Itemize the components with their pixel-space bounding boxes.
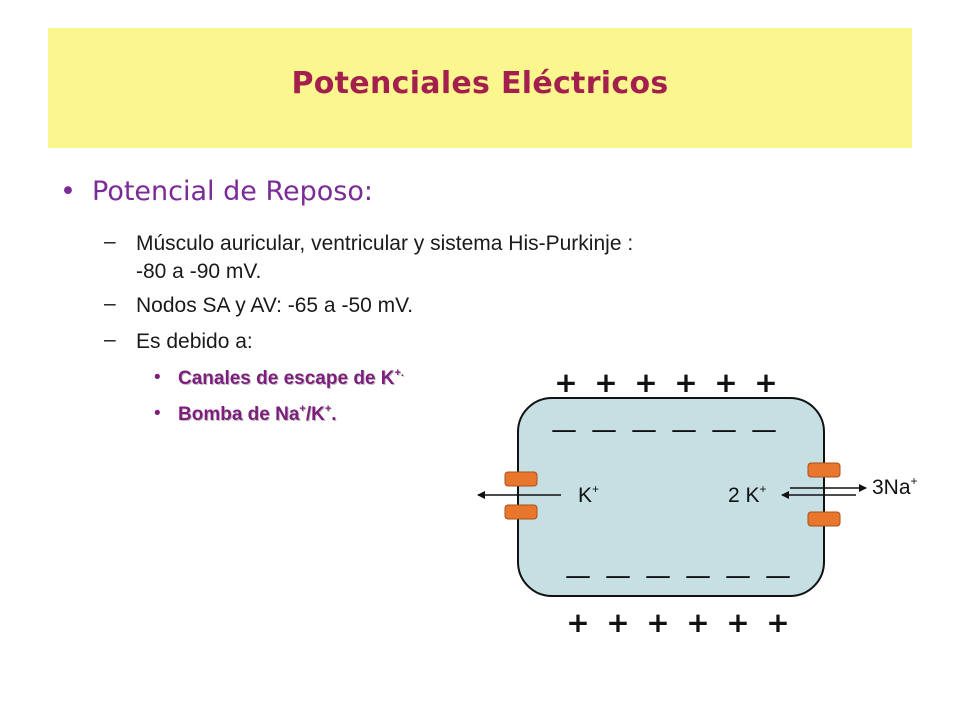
na-ion-label: 3Na+ xyxy=(872,474,918,499)
plus-sign: + xyxy=(754,366,777,399)
plus-sign: + xyxy=(634,366,657,399)
minus-sign: — xyxy=(711,415,737,445)
item-nodos-text: Nodos SA y AV: -65 a -50 mV. xyxy=(136,294,414,317)
dash-marker: – xyxy=(104,328,116,351)
pump-subunit-bottom xyxy=(807,511,841,527)
item-musculo-line2: -80 a -90 mV. xyxy=(136,260,262,283)
bomba-sup-na: + xyxy=(299,403,306,415)
channel-subunit-bottom xyxy=(504,504,538,520)
item-debido-text: Es debido a: xyxy=(136,330,253,353)
sub-item-canales-text: Canales de escape de K+. xyxy=(178,367,404,390)
bottom-minus-row: — — — — — — xyxy=(565,561,791,591)
minus-sign: — xyxy=(605,561,631,591)
two-k-label: 2 K+ xyxy=(728,482,767,507)
na-k-pump xyxy=(781,462,867,527)
plus-sign: + xyxy=(766,606,789,639)
minus-sign: — xyxy=(725,561,751,591)
minus-sign: — xyxy=(685,561,711,591)
canales-label: Canales de escape de K xyxy=(178,368,395,389)
minus-sign: — xyxy=(751,415,777,445)
minus-sign: — xyxy=(591,415,617,445)
minus-sign: — xyxy=(565,561,591,591)
heading-text: Potencial de Reposo: xyxy=(92,176,373,207)
title-band: Potenciales Eléctricos xyxy=(48,28,912,148)
bullet-dot: • xyxy=(60,176,76,207)
channel-subunit-top xyxy=(504,471,538,487)
plus-sign: + xyxy=(686,606,709,639)
top-plus-row: + + + + + + xyxy=(554,366,777,399)
minus-sign: — xyxy=(631,415,657,445)
bomba-k: /K xyxy=(305,404,325,425)
dash-marker: – xyxy=(104,230,116,253)
minus-sign: — xyxy=(765,561,791,591)
item-musculo-line1: Músculo auricular, ventricular y sistema… xyxy=(136,232,634,255)
minus-sign: — xyxy=(645,561,671,591)
plus-sign: + xyxy=(606,606,629,639)
plus-sign: + xyxy=(646,606,669,639)
pump-subunit-top xyxy=(807,462,841,478)
plus-sign: + xyxy=(726,606,749,639)
plus-sign: + xyxy=(566,606,589,639)
plus-sign: + xyxy=(714,366,737,399)
sub-bullet-dot: • xyxy=(154,367,161,388)
sub-item-bomba-text: Bomba de Na+/K+. xyxy=(178,403,337,426)
dash-marker: – xyxy=(104,292,116,315)
minus-sign: — xyxy=(551,415,577,445)
minus-sign: — xyxy=(671,415,697,445)
plus-sign: + xyxy=(554,366,577,399)
top-minus-row: — — — — — — xyxy=(551,415,777,445)
plus-sign: + xyxy=(594,366,617,399)
plus-sign: + xyxy=(674,366,697,399)
bomba-tail: . xyxy=(331,404,337,425)
k-ion-label: K+ xyxy=(578,482,599,507)
sub-bullet-dot: • xyxy=(154,403,161,424)
item-musculo-text: Músculo auricular, ventricular y sistema… xyxy=(136,230,633,286)
bomba-sup-k: + xyxy=(324,403,332,415)
bomba-label: Bomba de Na xyxy=(178,404,300,425)
bottom-plus-row: + + + + + + xyxy=(566,606,789,639)
canales-sup: +. xyxy=(394,367,404,379)
cell-body xyxy=(517,397,825,597)
k-leak-channel xyxy=(477,471,561,520)
slide-title: Potenciales Eléctricos xyxy=(291,66,669,101)
